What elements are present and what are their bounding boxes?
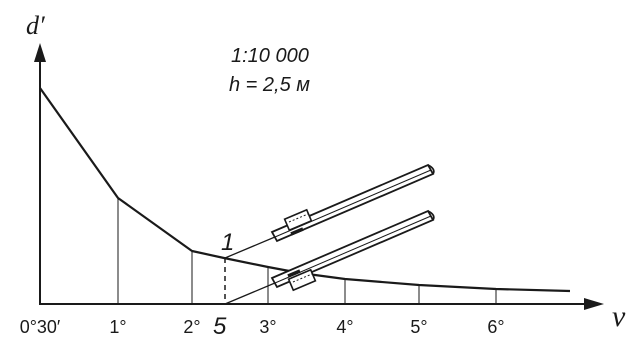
lower-ruler-end [427, 210, 435, 221]
upper-ruler-pointer [224, 233, 283, 259]
scale-text: 1:10 000 [231, 45, 309, 67]
axes [34, 43, 604, 310]
tick-label-5: 5° [410, 317, 427, 337]
main-curve [39, 87, 571, 293]
tick-label-1: 1° [109, 317, 126, 337]
upper-ruler-index [290, 227, 304, 236]
upper-ruler-clamp-hatch [288, 213, 309, 223]
tick-label-0: 0°30′ [20, 317, 61, 337]
lower-ruler [224, 209, 435, 305]
height-text: h = 2,5 м [229, 74, 310, 96]
lower-ruler-pointer [224, 279, 283, 305]
y-axis-label: d′ [26, 11, 45, 40]
tick-label-4: 4° [336, 317, 353, 337]
tick-label-6: 6° [487, 317, 504, 337]
marker-label-bottom: 5 [213, 313, 227, 338]
x-axis-arrow-icon [584, 298, 604, 310]
upper-ruler [224, 163, 435, 259]
marker-label-top: 1 [221, 229, 234, 256]
lower-ruler-edge [274, 215, 432, 284]
tick-label-3: 3° [259, 317, 276, 337]
x-axis-label: ν [612, 300, 626, 333]
y-axis-arrow-icon [34, 43, 46, 62]
lower-ruler-index [287, 269, 301, 278]
tick-label-2: 2° [183, 317, 200, 337]
lower-ruler-clamp-hatch [292, 273, 313, 283]
upper-ruler-end [427, 164, 435, 175]
